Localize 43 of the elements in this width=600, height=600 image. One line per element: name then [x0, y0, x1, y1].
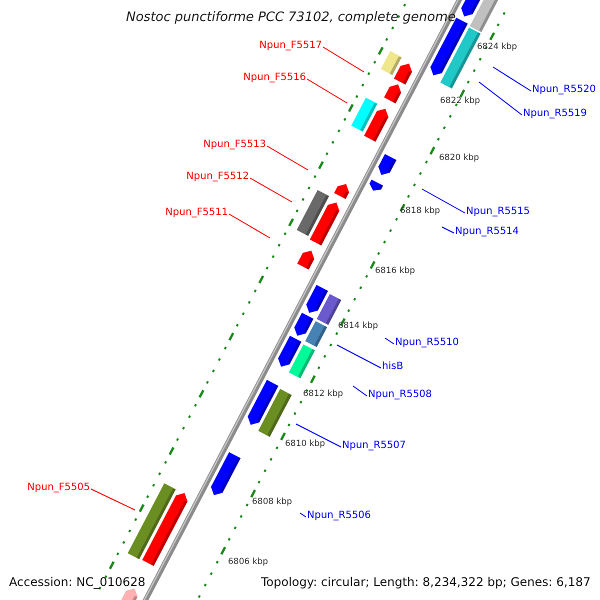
- leader-line: [322, 46, 364, 72]
- tick-label: 6822 kbp: [440, 96, 480, 106]
- gene-label: Npun_R5510: [395, 338, 459, 348]
- gene-label: Npun_R5519: [523, 109, 587, 119]
- tick-label: 6810 kbp: [285, 440, 326, 448]
- leader-line: [336, 344, 382, 368]
- leader-line: [266, 146, 308, 170]
- leader-line: [442, 226, 454, 234]
- tick-label: 6824 kbp: [477, 42, 518, 52]
- tick-label: 6808 kbp: [252, 498, 292, 506]
- gene-label: Npun_R5515: [466, 207, 530, 217]
- footer-text: Accession: NC_010628: [9, 576, 146, 588]
- gene-label: Npun_F5512: [186, 172, 249, 182]
- leader-line: [422, 188, 466, 214]
- gene-label: Npun_F5517: [259, 41, 322, 51]
- leader-line: [90, 488, 136, 510]
- gene-label: Npun_F5513: [203, 140, 266, 150]
- tick-label: 6814 kbp: [338, 322, 378, 330]
- title: Nostoc punctiforme PCC 73102, complete genome: [126, 11, 456, 24]
- tick-label: 6812 kbp: [303, 390, 344, 398]
- gene-label: Npun_R5506: [307, 511, 371, 521]
- leader-line: [228, 214, 270, 238]
- leader-line: [492, 66, 532, 92]
- tick-label: 6820 kbp: [439, 154, 480, 162]
- leader-line: [352, 386, 368, 396]
- tick-label: 6806 kbp: [228, 558, 268, 566]
- tick-label: 6818 kbp: [400, 206, 440, 216]
- gene-label: hisB: [382, 362, 404, 372]
- gene-label: Npun_F5516: [243, 73, 306, 83]
- leader-line: [296, 424, 342, 448]
- gene-label: Npun_F5511: [165, 208, 228, 218]
- leader-line: [300, 512, 306, 518]
- gene-label: Npun_R5520: [532, 85, 596, 95]
- leader-line: [306, 78, 348, 104]
- gene-label: Npun_R5514: [455, 227, 519, 237]
- gene-label: Npun_F5505: [27, 483, 90, 493]
- gene-label: Npun_R5507: [342, 441, 406, 451]
- gene-label: Npun_R5508: [368, 390, 432, 400]
- leader-line: [250, 178, 292, 202]
- leader-line: [478, 82, 522, 116]
- footer-text: Topology: circular; Length: 8,234,322 bp; Genes: 6,187: [261, 576, 591, 588]
- tick-label: 6816 kbp: [375, 266, 416, 276]
- leader-line: [384, 338, 394, 344]
